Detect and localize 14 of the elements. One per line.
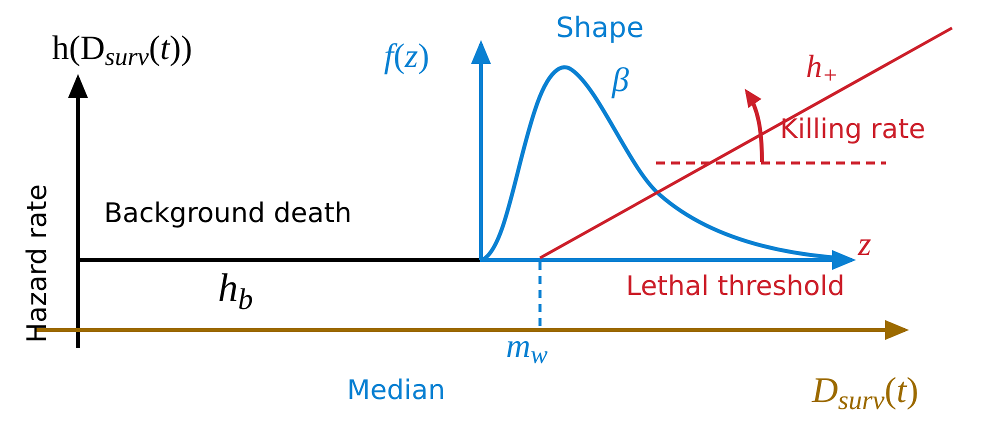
axis-title: z [858,228,872,262]
parameter-label: h$_{b}$ [218,268,253,308]
parameter-label: Shape [556,14,644,42]
parameter-label: Median [347,377,446,404]
parameter-label: m$_{w}$ [506,330,548,364]
axis-title: h(D$_{surv}$(t)) [52,32,192,66]
parameter-label: h$_{+}$ [806,50,838,82]
axis-title: Hazard rate [24,184,51,343]
parameter-label: β [612,64,629,98]
axis-title: D$_{surv}$(t) [812,372,919,408]
parameter-label: Lethal threshold [626,273,845,300]
region-label: Background death [104,200,352,227]
axis-title: f(z) [384,40,430,74]
parameter-label: Killing rate [780,116,926,143]
